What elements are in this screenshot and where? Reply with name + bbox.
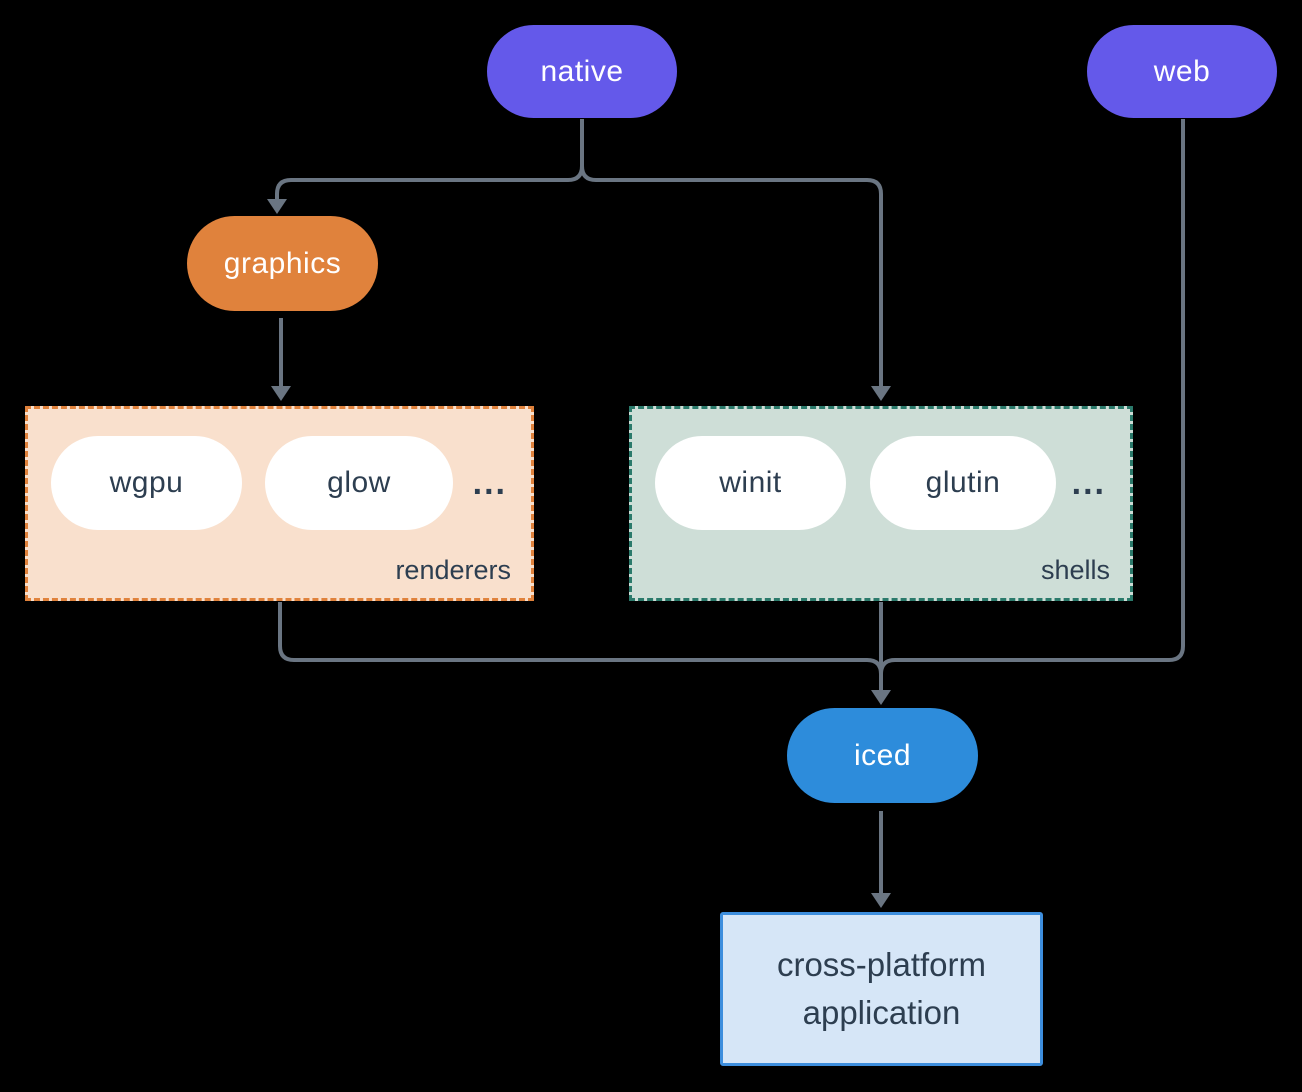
node-iced-label: iced: [853, 738, 912, 772]
arrowhead-into-app: [871, 893, 891, 908]
app-label-line1: cross-platform: [776, 946, 987, 984]
renderers-ellipsis: ...: [472, 463, 507, 502]
node-graphics: graphics: [187, 216, 378, 311]
arrowhead-into-shells: [871, 386, 891, 401]
node-wgpu: wgpu: [51, 436, 242, 530]
node-native: native: [487, 25, 677, 118]
arrowhead-into-graphics: [267, 199, 287, 214]
node-native-label: native: [540, 54, 624, 88]
node-glutin: glutin: [870, 436, 1056, 530]
node-cross-platform-application: cross-platform application: [720, 912, 1043, 1066]
edge-renderers-iced: [278, 602, 883, 675]
arrowhead-into-renderers: [271, 386, 291, 401]
group-shells: winit glutin ... shells: [629, 406, 1133, 601]
node-wgpu-label: wgpu: [109, 466, 184, 499]
node-winit-label: winit: [719, 466, 782, 499]
node-glow: glow: [265, 436, 453, 530]
node-winit: winit: [655, 436, 846, 530]
renderers-group-label: renderers: [395, 555, 511, 585]
edge-native-graphics: [275, 119, 584, 200]
shells-group-label: shells: [1040, 555, 1110, 585]
node-web-label: web: [1153, 54, 1211, 88]
node-iced: iced: [787, 708, 978, 803]
node-graphics-label: graphics: [223, 246, 342, 280]
node-web: web: [1087, 25, 1277, 118]
node-glutin-label: glutin: [925, 466, 1001, 499]
node-glow-label: glow: [327, 466, 391, 499]
edge-native-shells: [580, 119, 883, 387]
arrowhead-into-iced: [871, 690, 891, 705]
shells-ellipsis: ...: [1071, 463, 1106, 502]
group-renderers: wgpu glow ... renderers: [25, 406, 534, 601]
app-label-line2: application: [802, 994, 961, 1031]
